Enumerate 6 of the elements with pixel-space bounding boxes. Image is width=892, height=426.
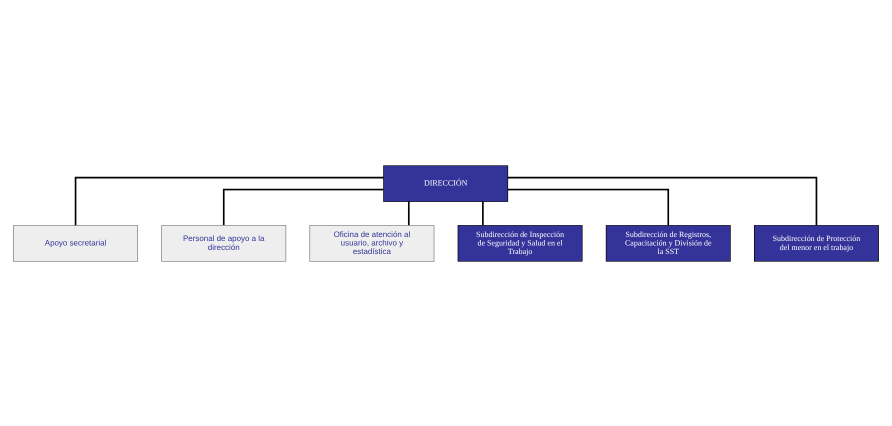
connector: [508, 188, 670, 225]
connector: [508, 176, 818, 225]
connector: [408, 201, 410, 225]
connector: [74, 176, 384, 225]
connector: [482, 201, 484, 225]
connector: [222, 188, 384, 225]
